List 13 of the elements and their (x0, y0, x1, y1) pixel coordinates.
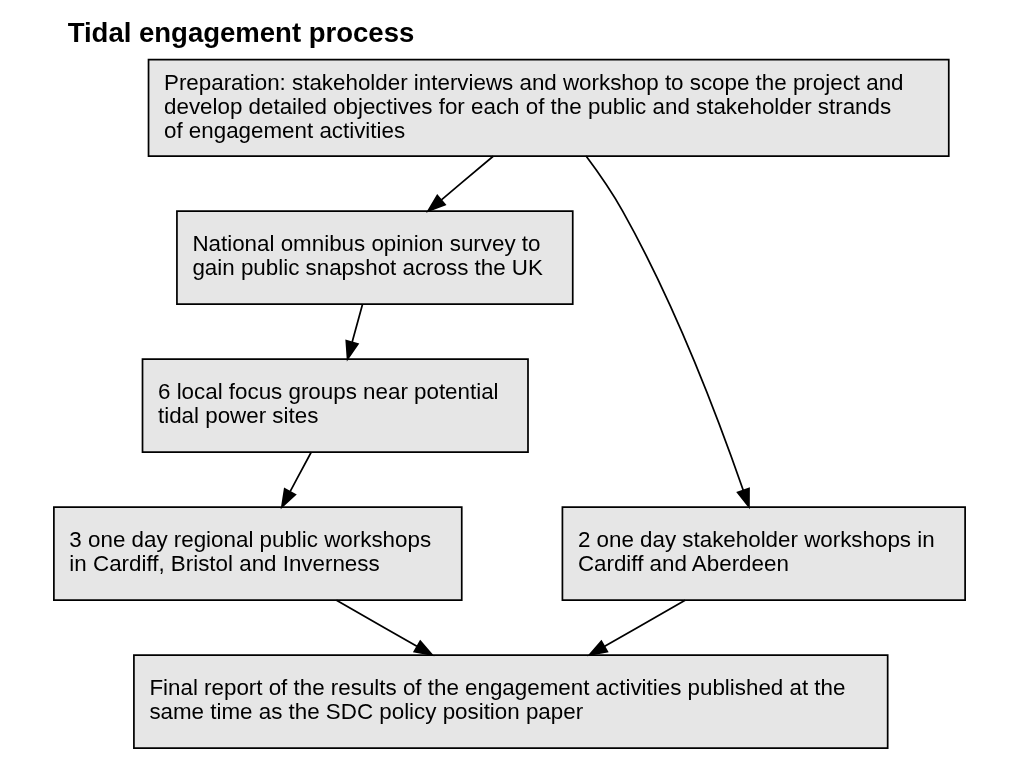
diagram-title: Tidal engagement process (67, 17, 415, 49)
arrow (335, 599, 435, 657)
node-box: 6 local focus groups near potential tidal power sites (141, 358, 529, 453)
node-box: Final report of the results of the engagement activities published at the same time as the SDC policy position paper (133, 654, 889, 749)
arrow (280, 451, 313, 510)
node-box: 3 one day regional public workshops in Cardiff, Bristol and Inverness (53, 506, 463, 601)
arrow (585, 155, 750, 510)
node-box: National omnibus opinion survey to gain public snapshot across the UK (176, 210, 574, 305)
arrow (587, 599, 686, 657)
node-box: Preparation: stakeholder interviews and workshop to scope the project and develop detailed objectives for each of the public and stakeholder strands of engagement activities (147, 58, 950, 157)
arrow (345, 303, 364, 362)
arrow (426, 155, 495, 213)
node-box: 2 one day stakeholder workshops in Cardiff and Aberdeen (561, 506, 966, 601)
